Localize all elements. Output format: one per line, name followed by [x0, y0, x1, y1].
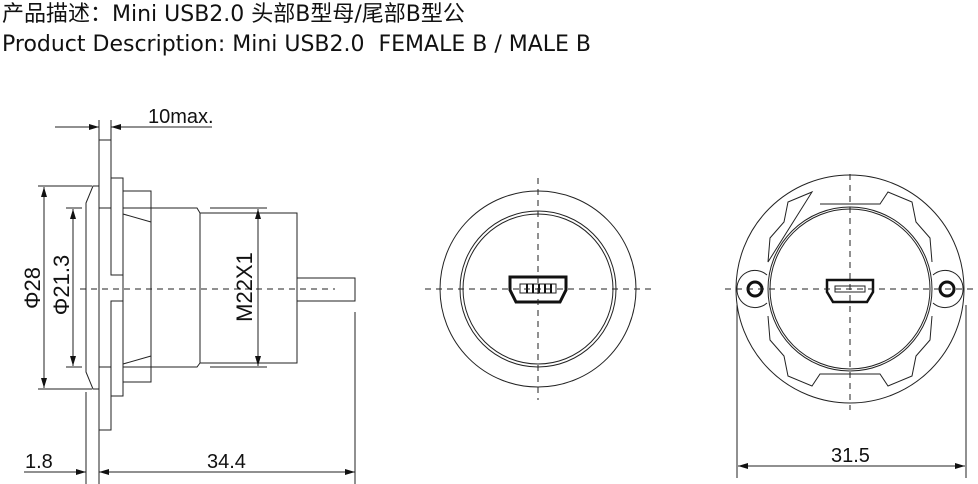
dim-rear-width: 31.5 — [831, 445, 870, 467]
dim-inner-diameter: Φ21.3 — [49, 255, 74, 315]
side-view: 10max. Φ28 Φ21.3 M22X1 1.8 34.4 — [20, 106, 356, 484]
panel-bottom — [98, 366, 112, 431]
dim-body-length: 34.4 — [207, 451, 246, 473]
pin — [296, 277, 356, 302]
dim-outer-diameter: Φ28 — [20, 267, 45, 309]
mini-usb-plug-icon — [825, 278, 875, 304]
nut-bottom — [110, 300, 124, 397]
title-english: Product Description: Mini USB2.0 FEMALE … — [2, 32, 592, 57]
dim-thread: M22X1 — [232, 252, 257, 322]
front-view — [425, 178, 652, 400]
bezel — [85, 185, 100, 390]
panel-top — [98, 139, 112, 209]
mini-usb-port-icon — [508, 275, 568, 304]
dim-flange-thickness: 1.8 — [25, 451, 53, 473]
nut-top — [110, 177, 124, 276]
dim-panel-thickness: 10max. — [148, 106, 214, 128]
rear-view: 31.5 — [725, 174, 978, 478]
title-chinese: 产品描述：Mini USB2.0 头部B型母/尾部B型公 — [2, 2, 465, 27]
